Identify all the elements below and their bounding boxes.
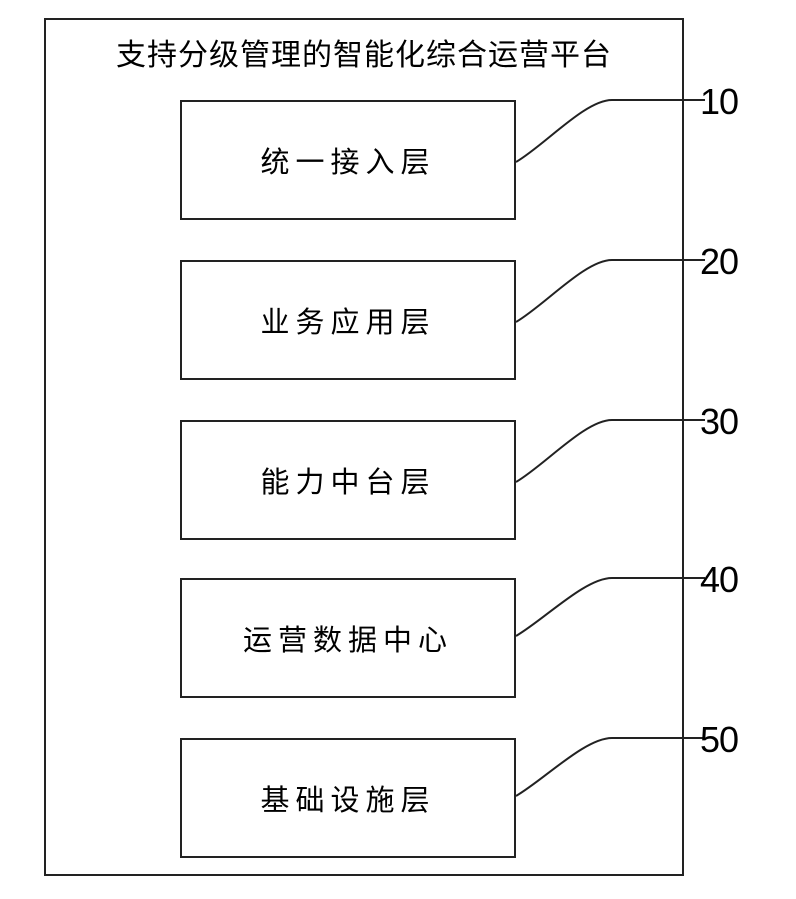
layer-box-capability-platform: 能力中台层 bbox=[180, 420, 516, 540]
platform-title: 支持分级管理的智能化综合运营平台 bbox=[44, 36, 684, 76]
ref-number-50: 50 bbox=[700, 720, 738, 760]
layer-label: 统一接入层 bbox=[260, 139, 435, 181]
ref-number-20: 20 bbox=[700, 242, 738, 282]
ref-number-40: 40 bbox=[700, 560, 738, 600]
layer-label: 能力中台层 bbox=[260, 459, 435, 501]
layer-label: 基础设施层 bbox=[260, 777, 435, 819]
layer-box-operation-data-center: 运营数据中心 bbox=[180, 578, 516, 698]
layer-box-business-application: 业务应用层 bbox=[180, 260, 516, 380]
ref-number-10: 10 bbox=[700, 82, 738, 122]
ref-number-30: 30 bbox=[700, 402, 738, 442]
layer-box-infrastructure: 基础设施层 bbox=[180, 738, 516, 858]
layer-label: 运营数据中心 bbox=[243, 617, 453, 659]
layer-label: 业务应用层 bbox=[260, 299, 435, 341]
layer-box-unified-access: 统一接入层 bbox=[180, 100, 516, 220]
